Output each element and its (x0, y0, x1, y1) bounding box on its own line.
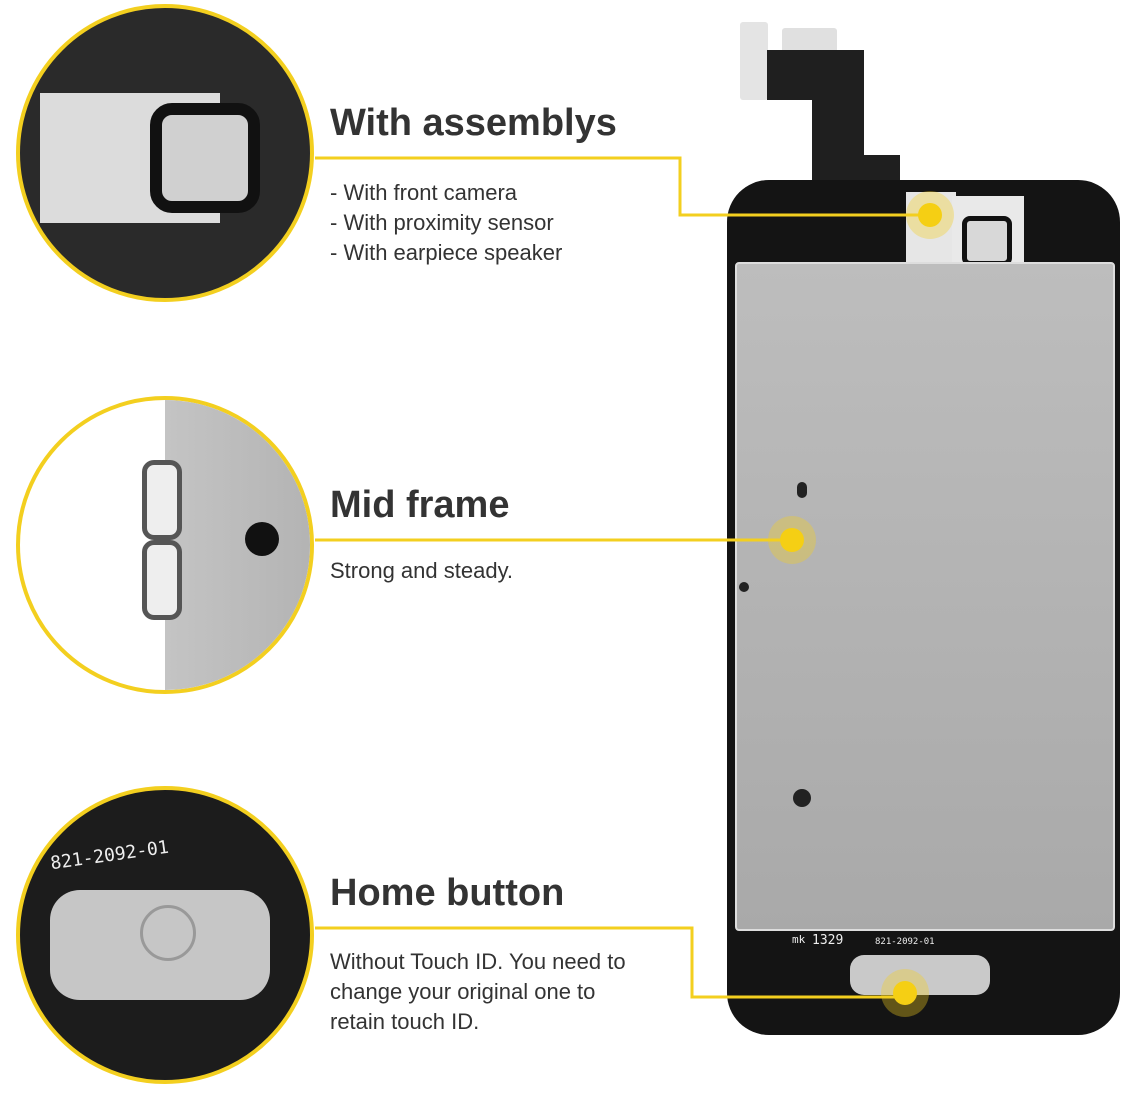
detail-circle-camera (16, 4, 314, 302)
phone-print-mk: mk (792, 933, 806, 946)
detail-circle-mid-frame (16, 396, 314, 694)
home-button-line-3: retain touch ID. (330, 1009, 480, 1034)
detail-circle-home-button: 821-2092-01 (16, 786, 314, 1084)
home-button-bracket (850, 955, 990, 995)
callout-title-mid-frame: Mid frame (330, 484, 510, 526)
marker-dot-assemblys (918, 203, 942, 227)
phone-print-batch: 1329 (812, 933, 844, 948)
marker-dot-mid-frame (780, 528, 804, 552)
callout-body-assemblys: - With front camera - With proximity sen… (330, 178, 562, 268)
mid-frame (735, 262, 1115, 931)
feature-proximity-sensor: - With proximity sensor (330, 210, 554, 235)
mid-frame-description: Strong and steady. (330, 558, 514, 583)
callout-line-assemblys (315, 156, 930, 217)
home-button-line-1: Without Touch ID. You need to (330, 949, 626, 974)
callout-title-assemblys: With assemblys (330, 102, 617, 144)
callout-body-mid-frame: Strong and steady. (330, 556, 513, 586)
callout-line-home-button (315, 926, 905, 999)
phone-print-part: 821-2092-01 (875, 937, 935, 947)
callout-title-home-button: Home button (330, 872, 565, 914)
earpiece-bracket (952, 196, 1024, 274)
callout-body-home-button: Without Touch ID. You need to change you… (330, 947, 626, 1037)
feature-front-camera: - With front camera (330, 180, 518, 205)
home-button-line-2: change your original one to (330, 979, 596, 1004)
marker-dot-home-button (893, 981, 917, 1005)
feature-earpiece-speaker: - With earpiece speaker (330, 240, 563, 265)
